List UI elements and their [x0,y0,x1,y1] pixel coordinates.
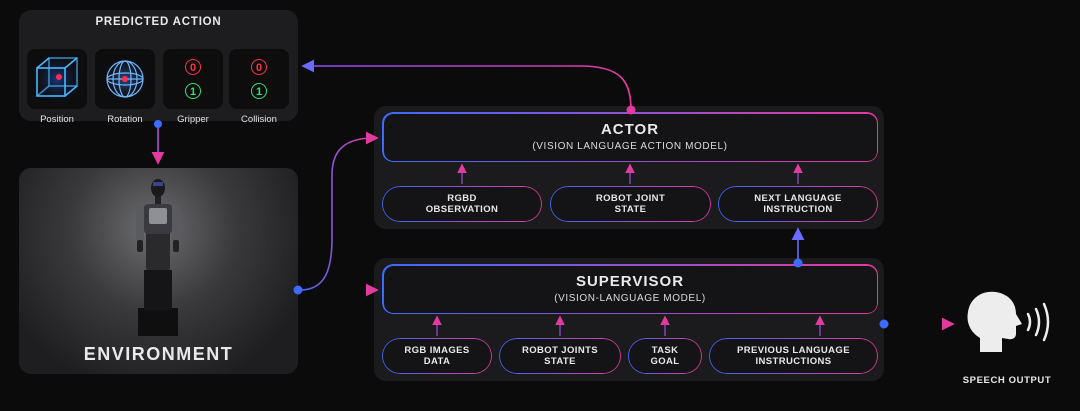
actor-input-robot-joint-state: ROBOT JOINT STATE [550,186,711,222]
actor-to-action-arrow [301,59,632,111]
actor-title: ACTOR [600,121,660,138]
rotation-tile [95,49,155,109]
speaking-head-icon [967,291,1050,352]
actor-input-rgbd-observation: RGBD OBSERVATION [382,186,542,222]
supervisor-subtitle: (VISION-LANGUAGE MODEL) [554,293,706,304]
collision-tile: 0 1 [229,49,289,109]
sphere-icon [101,55,149,103]
supervisor-input-previous-language-instructions: PREVIOUS LANGUAGE INSTRUCTIONS [709,338,878,374]
gripper-tile: 0 1 [163,49,223,109]
supervisor-input-task-goal: TASK GOAL [628,338,702,374]
gripper-one-digit: 1 [185,83,201,99]
actor-subtitle: (VISION LANGUAGE ACTION MODEL) [532,141,728,152]
gripper-zero-digit: 0 [185,59,201,75]
actor-input-next-language-instruction: NEXT LANGUAGE INSTRUCTION [718,186,878,222]
supervisor-title: SUPERVISOR [575,273,685,290]
supervisor-box: SUPERVISOR (VISION-LANGUAGE MODEL) [382,264,878,314]
actor-box: ACTOR (VISION LANGUAGE ACTION MODEL) [382,112,878,162]
rotation-label: Rotation [107,114,143,125]
cube-icon [29,51,85,107]
collision-label: Collision [241,114,277,125]
gripper-label: Gripper [177,114,209,125]
robot-illustration [136,179,180,336]
supervisor-input-rgb-images-data: RGB IMAGES DATA [382,338,492,374]
predicted-action-panel: PREDICTED ACTION Position [19,10,298,125]
collision-zero-digit: 0 [251,59,267,75]
speech-output-label: SPEECH OUTPUT [962,375,1052,386]
environment-to-actor-arrow [299,131,379,291]
position-tile [27,49,87,109]
environment-label: ENVIRONMENT [83,344,234,364]
predicted-action-title: PREDICTED ACTION [95,16,222,28]
position-label: Position [40,114,74,125]
collision-one-digit: 1 [251,83,267,99]
supervisor-input-robot-joints-state: ROBOT JOINTS STATE [499,338,621,374]
environment-panel: ENVIRONMENT [19,168,298,374]
